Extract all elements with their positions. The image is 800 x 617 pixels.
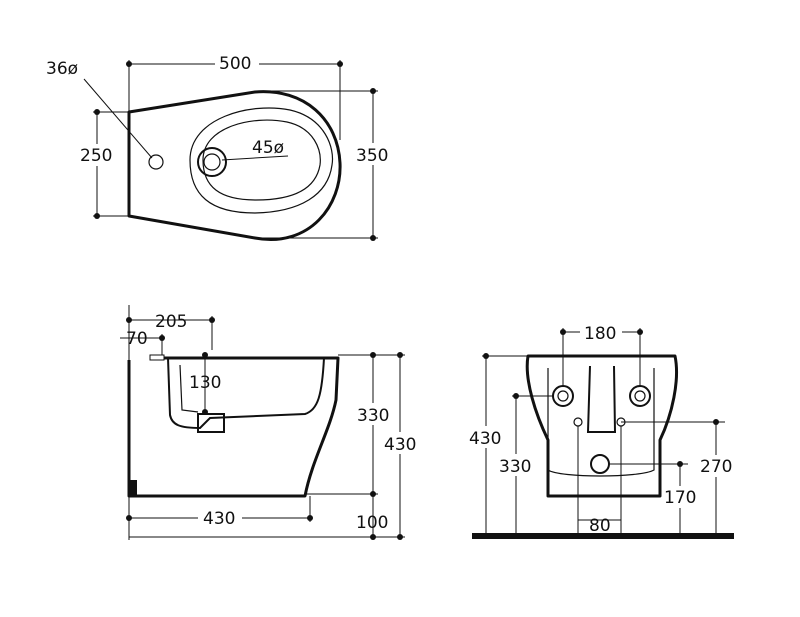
label-mask [384, 432, 420, 454]
dim-dot [307, 515, 313, 521]
dim-dot [513, 393, 519, 399]
dim-dot [370, 88, 376, 94]
label-drain-width: 80 [589, 516, 611, 536]
label-base-length: 430 [203, 509, 235, 529]
label-mask [356, 403, 394, 425]
dim-dot [202, 352, 208, 358]
dim-dot [209, 317, 215, 323]
front-view-channel [586, 365, 617, 433]
dim-dot [397, 352, 403, 358]
label-drain-depth: 130 [189, 373, 221, 393]
label-width: 500 [219, 54, 251, 74]
dim-dot [126, 61, 132, 67]
drain-hole-outer [197, 147, 227, 177]
dim-dot [370, 534, 376, 540]
label-mask [468, 426, 506, 448]
label-offset-b: 70 [126, 329, 148, 349]
label-mask [355, 143, 395, 165]
side-view: 205 70 130 330 430 430 100 [120, 305, 420, 540]
label-small-hole: 36ø [46, 59, 78, 79]
small-hole-leader [83, 78, 153, 159]
dim-dot [126, 515, 132, 521]
dim-dot [560, 329, 566, 335]
label-mask [663, 486, 701, 508]
dim-dot [337, 61, 343, 67]
dim-dot [483, 353, 489, 359]
label-depth: 350 [356, 146, 388, 166]
dim-dot [94, 109, 100, 115]
ground-plate [472, 533, 734, 539]
dim-dot [370, 235, 376, 241]
side-view-outline [127, 356, 340, 498]
drain-hole-inner [203, 153, 221, 171]
side-view-drain [197, 413, 225, 433]
dim-dot [94, 213, 100, 219]
label-mask [215, 53, 259, 73]
label-mask [498, 454, 536, 476]
drain-outlet [590, 454, 610, 474]
dim-dot [713, 419, 719, 425]
front-view-inner [547, 368, 655, 477]
label-drain-height: 170 [664, 488, 696, 508]
side-view-bowl [167, 357, 325, 430]
dim-dot [159, 335, 165, 341]
front-view-outline [525, 354, 679, 498]
side-view-bowl-inner [179, 364, 199, 413]
label-mask [78, 144, 118, 166]
label-hole-spacing: 180 [584, 324, 616, 344]
dim-dot [677, 461, 683, 467]
label-total-height: 430 [384, 435, 416, 455]
label-mask [198, 508, 242, 528]
fixing-hole-right-inner [634, 390, 646, 402]
top-view-bowl-inner [202, 119, 321, 201]
dim-dot [202, 409, 208, 415]
fixing-hole-right [629, 385, 651, 407]
label-upper-hole-height: 270 [700, 457, 732, 477]
fixing-hole-left-inner [557, 390, 569, 402]
label-mask [699, 455, 737, 477]
side-view-base-block [129, 480, 137, 496]
side-view-top-cap [149, 354, 165, 361]
label-drain-hole: 45ø [252, 138, 284, 158]
label-base-offset: 100 [356, 513, 388, 533]
label-front-total-height: 430 [469, 429, 501, 449]
dim-dot [126, 317, 132, 323]
dim-dot [637, 329, 643, 335]
top-view-bowl-outer [189, 107, 334, 214]
label-inlet-height: 330 [499, 457, 531, 477]
top-view-outline [127, 90, 342, 241]
top-view: 500 350 250 36ø 45ø [46, 53, 395, 241]
drain-leader [221, 155, 289, 161]
fixing-hole-left [552, 385, 574, 407]
front-view: 180 430 330 270 170 80 [468, 322, 737, 539]
label-bowl-height: 330 [357, 406, 389, 426]
label-offset-a: 205 [155, 312, 187, 332]
label-mask [580, 322, 622, 342]
dim-dot [370, 352, 376, 358]
inlet-hole-left [573, 417, 583, 427]
small-hole [148, 154, 164, 170]
label-rear-width: 250 [80, 146, 112, 166]
